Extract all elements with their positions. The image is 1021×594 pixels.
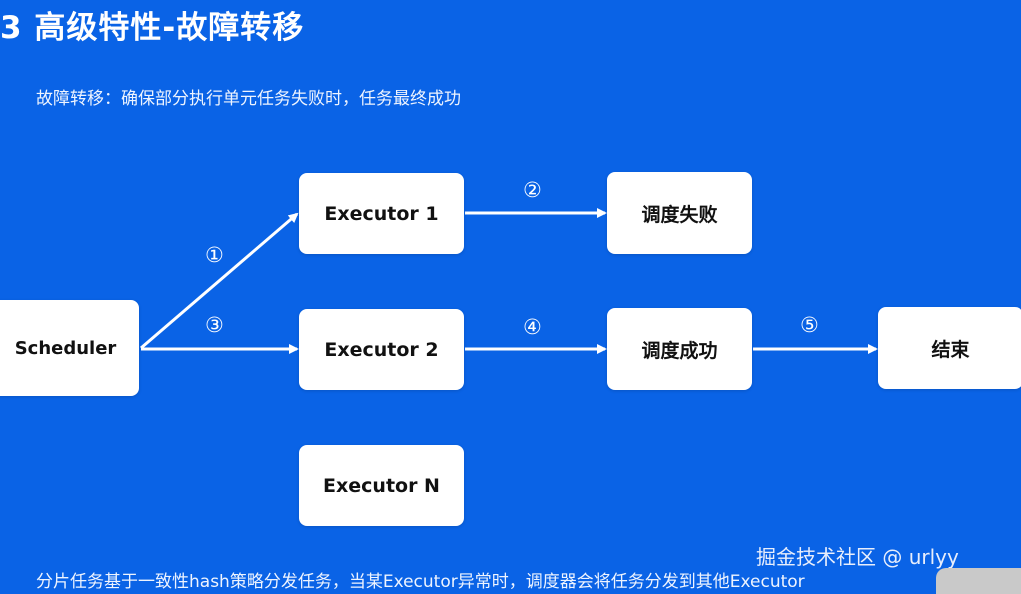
schedule-success-node: 调度成功 bbox=[607, 308, 752, 390]
arrow-scheduler-to-executor-1 bbox=[140, 212, 299, 350]
watermark: 掘金技术社区 @ urlyy bbox=[756, 545, 959, 569]
executor-1-node: Executor 1 bbox=[299, 173, 464, 254]
slide-title: 3 高级特性-故障转移 bbox=[0, 10, 305, 46]
footer-note: 分片任务基于一致性hash策略分发任务，当某Executor异常时，调度器会将任… bbox=[36, 572, 805, 592]
step-label-4: ④ bbox=[523, 315, 542, 339]
step-label-3: ③ bbox=[205, 313, 224, 337]
executor-n-node: Executor N bbox=[299, 445, 464, 526]
schedule-fail-node: 调度失败 bbox=[607, 172, 752, 254]
slide-subtitle: 故障转移：确保部分执行单元任务失败时，任务最终成功 bbox=[36, 89, 461, 109]
step-label-5: ⑤ bbox=[800, 313, 819, 337]
executor-2-node: Executor 2 bbox=[299, 309, 464, 390]
end-node: 结束 bbox=[878, 307, 1021, 389]
step-label-2: ② bbox=[523, 178, 542, 202]
step-label-1: ① bbox=[205, 243, 224, 267]
video-thumbnail bbox=[936, 568, 1021, 594]
scheduler-node: Scheduler bbox=[0, 300, 139, 396]
